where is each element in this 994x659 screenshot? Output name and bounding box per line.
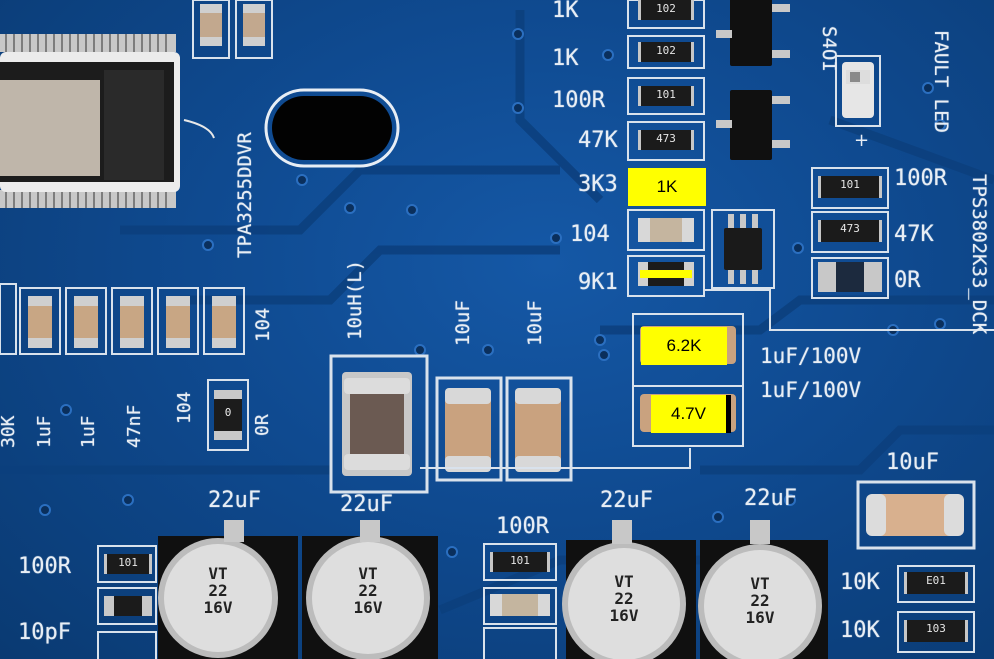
electrolytic-capacitors [158,520,828,659]
resistor-chip: E01 [904,572,968,594]
resistor-chip: 101 [104,554,152,574]
electrolytic-label: 22uF [744,486,797,511]
left-lower-label: 30K [0,415,19,448]
annotation-4-7v: 4.7V [651,395,731,433]
right-bottom-label: 10K [840,618,880,643]
resistor-chip: 101 [818,176,882,198]
inductor-label: 10uH(L) [344,259,366,340]
ladder-label-4: 47K [578,128,618,153]
resistor-chip: 473 [638,130,694,150]
electrolytic-label: 22uF [600,488,653,513]
resistor-chip: 101 [638,86,694,106]
right-label-3: 0R [894,268,921,293]
left-lower-label: 47nF [124,404,145,448]
svg-text:+: + [854,130,869,151]
ic-part-label: TPA3255DDVR [234,132,256,258]
electrolytic-label: 22uF [340,492,393,517]
annotation-marker [640,270,692,278]
zero-ohm-code: 0 [214,404,242,426]
amplifier-ic [0,34,215,208]
resistor-chip: 473 [818,220,882,242]
zero-ohm-label: 0R [252,414,273,436]
ladder-label-2: 1K [552,46,579,71]
resistor-chip: 103 [904,620,968,642]
left-lower-label: 104 [174,391,195,424]
resistor-chip: 102 [638,42,694,62]
right-bottom-label: 10uF [886,450,939,475]
led-label: FAULT LED [930,30,952,133]
bottom-left-label: 100R [18,554,71,579]
ladder-label-3: 100R [552,88,605,113]
ladder-label-6: 104 [570,222,610,247]
cap-label: 10uF [452,300,474,346]
bottom-left-label: 10pF [18,620,71,645]
left-lower-label: 1uF [34,415,55,448]
cap-rating-2: 1uF/100V [760,378,862,402]
transistor-label: S4OI [818,26,840,72]
left-lower-label: 1uF [78,415,99,448]
left-row-label: 104 [252,307,274,342]
regulator-part-label: TPS3802K33_DCK [968,174,990,335]
ladder-label-5: 3K3 [578,172,618,197]
right-label-2: 47K [894,222,934,247]
annotation-1k: 1K [628,168,706,206]
ladder-label-1: 1K [552,0,579,23]
electrolytic-label: 22uF [208,488,261,513]
ladder-label-7: 9K1 [578,270,618,295]
cap-label: 10uF [524,300,546,346]
right-label-1: 100R [894,166,947,191]
annotation-6-2k: 6.2K [641,327,727,365]
resistor-chip: 102 [638,0,694,20]
bottom-mid-label: 100R [496,514,549,539]
resistor-chip: 101 [490,552,550,572]
right-bottom-label: 10K [840,570,880,595]
cap-rating-1: 1uF/100V [760,344,862,368]
